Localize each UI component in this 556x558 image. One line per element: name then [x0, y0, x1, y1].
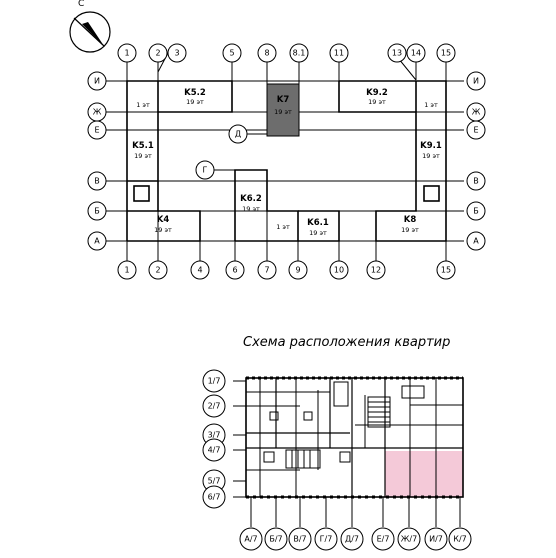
section-name: K8 [404, 215, 417, 225]
low-floor-label: 1 эт [276, 223, 290, 231]
axis-label: 2/7 [208, 402, 221, 411]
axis-label: 3/7 [208, 431, 221, 440]
axis-label: 2 [155, 266, 160, 275]
section-name: K9.1 [420, 141, 442, 151]
section-name: K6.2 [240, 194, 262, 204]
axis-label: 5 [229, 49, 234, 58]
axis-label: 15 [441, 266, 451, 275]
section-floors: 19 эт [186, 98, 204, 106]
section-floors: 19 эт [134, 152, 152, 160]
axis-label: Е [94, 126, 99, 135]
section-floors: 19 эт [309, 229, 327, 237]
apartment-plan [233, 376, 464, 527]
low-floor-label: 1 эт [136, 101, 150, 109]
axis-label: 7 [264, 266, 269, 275]
section-k7-fill [266, 83, 300, 137]
axis-label: А [94, 237, 100, 246]
axis-label: К/7 [453, 535, 466, 544]
axis-label: 2 [155, 49, 160, 58]
axis-label: Д [235, 130, 241, 139]
axis-label: 11 [334, 49, 344, 58]
axis-label: 1 [124, 49, 129, 58]
section-name: K4 [157, 215, 170, 225]
plan-left-axis-markers: 1/7 2/7 3/7 4/7 5/7 6/7 [202, 369, 226, 509]
bottom-axis-markers: 1 2 4 6 7 9 10 12 15 [117, 260, 456, 280]
axis-label: 10 [334, 266, 344, 275]
axis-label: Б/7 [269, 535, 282, 544]
section-floors: 19 эт [401, 226, 419, 234]
section-floors: 19 эт [154, 226, 172, 234]
top-axis-markers: 1 2 3 5 8 8.1 11 13 14 15 [117, 43, 456, 63]
section-floors: 19 эт [422, 152, 440, 160]
section-floors: 19 эт [242, 205, 260, 213]
axis-label: И [94, 77, 100, 86]
section-name: K5.1 [132, 141, 154, 151]
axis-label: 12 [371, 266, 381, 275]
section-name: K9.2 [366, 88, 388, 98]
plan-bottom-axis-markers: А/7 Б/7 В/7 Г/7 Д/7 Е/7 Ж/7 И/7 К/7 [239, 527, 472, 551]
axis-label: А [473, 237, 479, 246]
axis-label: 1/7 [208, 377, 221, 386]
section-name: K6.1 [307, 218, 329, 228]
building-outline [126, 80, 447, 242]
axis-label: Е/7 [377, 535, 390, 544]
axis-label: А/7 [244, 535, 257, 544]
axis-label: 4 [197, 266, 202, 275]
section-name: K5.2 [184, 88, 206, 98]
axis-label: Ж [93, 108, 102, 117]
axis-label: Ж/7 [401, 535, 417, 544]
axis-label: Б [94, 207, 100, 216]
low-floor-label: 1 эт [424, 101, 438, 109]
axis-label: 6 [232, 266, 237, 275]
axis-label: В [94, 177, 100, 186]
axis-label: Е [473, 126, 478, 135]
axis-label: 8.1 [293, 49, 306, 58]
axis-label: Д/7 [345, 535, 359, 544]
axis-label: Г/7 [320, 535, 333, 544]
axis-label: 13 [392, 49, 402, 58]
section-name: K7 [277, 95, 290, 105]
axis-label: Г [203, 166, 208, 175]
axis-label: 3 [174, 49, 179, 58]
side-axis-markers: И Ж Е В Б А И Ж Е В Б А Д Г [87, 71, 486, 251]
axis-label: В/7 [293, 535, 306, 544]
axis-label: 1 [124, 266, 129, 275]
axis-label: Ж [472, 108, 481, 117]
axis-label: 14 [411, 49, 421, 58]
section-floors: 19 эт [274, 108, 292, 116]
axis-label: 9 [295, 266, 300, 275]
section-floors: 19 эт [368, 98, 386, 106]
north-arrow-icon: С [69, 0, 111, 53]
axis-label: И/7 [429, 535, 443, 544]
section-labels: K5.2 19 эт K7 19 эт K9.2 19 эт K5.1 19 э… [132, 88, 442, 237]
north-label: С [78, 0, 84, 9]
axis-label: 15 [441, 49, 451, 58]
plan-title: Схема расположения квартир [243, 335, 450, 350]
axis-label: 4/7 [208, 446, 221, 455]
axis-label: 8 [264, 49, 269, 58]
axis-label: 5/7 [208, 477, 221, 486]
axis-label: 6/7 [208, 493, 221, 502]
axis-label: Б [473, 207, 479, 216]
axis-label: В [473, 177, 479, 186]
axis-label: И [473, 77, 479, 86]
highlighted-apartment [385, 451, 463, 497]
